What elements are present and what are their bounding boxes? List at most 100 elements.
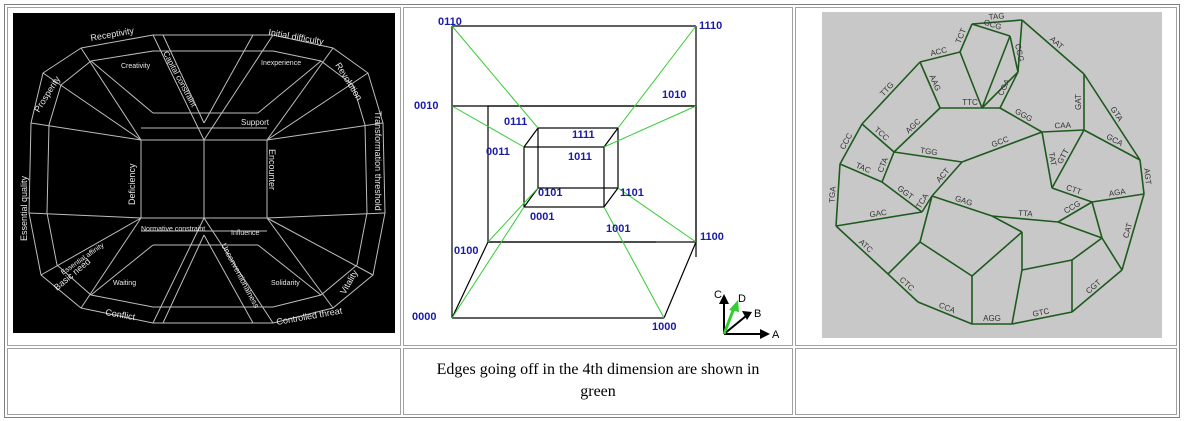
vertex-1010: 1010 (662, 89, 686, 101)
vertex-1000: 1000 (652, 321, 676, 333)
codon-edge (931, 195, 993, 217)
codon-edge (919, 51, 961, 63)
codon-label: TTA (1018, 208, 1034, 218)
codon-edge (1057, 221, 1103, 239)
vertex-1001: 1001 (606, 223, 630, 235)
axis-key: A B C D (714, 289, 780, 341)
codon-edge (881, 151, 895, 183)
codon-edge (1071, 237, 1103, 261)
label-creativity: Creativity (121, 63, 151, 70)
vertex-1101: 1101 (620, 187, 644, 199)
codon-label: CAA (1054, 121, 1072, 131)
vertex-1111: 1111 (572, 129, 595, 141)
label-solidarity: Solidarity (271, 280, 300, 287)
vertex-1011: 1011 (568, 151, 592, 163)
codon-edge (1091, 201, 1103, 239)
vertex-0100: 0100 (454, 245, 478, 257)
codon-edge (893, 151, 963, 163)
codon-edge (881, 181, 923, 213)
vertex-0111: 0111 (504, 116, 527, 128)
codon-edge (861, 61, 921, 125)
label-deficiency: Deficiency (127, 163, 137, 205)
vertex-0101: 0101 (538, 187, 562, 199)
codon-label: GAC (869, 208, 888, 220)
codon-edge (999, 71, 1019, 109)
codon-label: TGG (920, 146, 938, 157)
vertex-labels: 0110 1110 0010 1010 0111 1111 0011 1011 … (412, 16, 724, 333)
codon-edge (887, 273, 919, 303)
panel-2-cell: 0110 1110 0010 1010 0111 1111 0011 1011 … (403, 7, 793, 346)
codon-label: TAG (988, 12, 1005, 22)
codon-edge (921, 195, 933, 213)
codon-edge (1041, 131, 1053, 189)
codon-edge (1011, 311, 1073, 325)
codon-label: ACC (929, 45, 948, 58)
codon-edge (1071, 269, 1123, 313)
codon-label: GTC (1032, 306, 1051, 318)
codon-edge (981, 71, 1019, 109)
codon-edge (893, 107, 941, 153)
label-waiting: Waiting (113, 280, 136, 287)
panel-1-cell: Receptivity Initial difficulty Prosperit… (7, 7, 401, 346)
axis-a-label: A (772, 329, 780, 341)
codon-edge (971, 23, 1011, 37)
codon-edge (1101, 237, 1123, 271)
codon-edge (1051, 129, 1085, 189)
codon-edge (1009, 35, 1019, 73)
codon-edge (919, 61, 941, 109)
codon-edge (991, 215, 1023, 233)
codon-edge (1083, 73, 1141, 161)
vertex-0110: 0110 (438, 16, 462, 28)
tesseract-diagram: 0110 1110 0010 1010 0111 1111 0011 1011 … (412, 16, 780, 341)
codon-edge (839, 123, 863, 165)
codon-label: CGG (1013, 43, 1026, 63)
codon-edge (839, 163, 883, 183)
codon-edge (1017, 19, 1023, 73)
codon-edges (835, 19, 1145, 325)
codon-edge (835, 211, 923, 227)
axis-c-label: C (714, 289, 722, 301)
label-support: Support (241, 118, 270, 127)
label-normative-constraint: Normative constraint (141, 226, 205, 233)
tesseract-edges (451, 25, 697, 319)
label-encounter: Encounter (267, 149, 277, 190)
label-inexperience: Inexperience (261, 60, 301, 67)
codon-edge (1011, 269, 1023, 325)
vertex-1100: 1100 (700, 231, 724, 243)
codon-edge (1051, 187, 1093, 203)
codon-edge (1139, 159, 1145, 195)
codon-edge (835, 225, 889, 275)
codon-edge (931, 161, 963, 197)
codon-edge (1091, 193, 1145, 203)
vertex-0011: 0011 (486, 146, 510, 158)
axis-b-label: B (754, 308, 761, 320)
vertex-0010: 0010 (414, 100, 438, 112)
codon-label: TAT (1047, 151, 1058, 166)
caption-cell-right (795, 347, 1177, 415)
axis-d-label: D (738, 293, 746, 305)
codon-edge (1021, 19, 1085, 75)
codon-edge (961, 131, 1043, 163)
codon-edge (917, 301, 973, 325)
tesseract-4d-edges (451, 25, 697, 319)
caption-cell-center: Edges going off in the 4th dimension are… (403, 347, 793, 415)
vertex-0000: 0000 (412, 311, 436, 323)
label-essential-quality: Essential quality (19, 175, 29, 241)
codon-edge (887, 241, 921, 275)
codon-edge (971, 231, 1023, 277)
codon-label: TGA (827, 185, 837, 203)
codon-edge (1021, 259, 1073, 271)
codon-label: GAT (1074, 94, 1083, 110)
polytope-edges (28, 34, 386, 324)
i-ching-polytope-diagram: Receptivity Initial difficulty Prosperit… (13, 13, 395, 333)
label-transformation-threshold: Transformation threshold (373, 111, 383, 211)
codon-edge (959, 51, 983, 109)
codon-edge (971, 19, 1023, 25)
label-influence: Influence (231, 230, 260, 237)
codon-label: AGT (1142, 168, 1153, 185)
codon-edge (1057, 201, 1093, 223)
codon-edge (991, 215, 1059, 223)
codon-label: AGA (1108, 187, 1127, 199)
codon-label: AGG (983, 314, 1001, 323)
codon-edge (999, 107, 1043, 133)
